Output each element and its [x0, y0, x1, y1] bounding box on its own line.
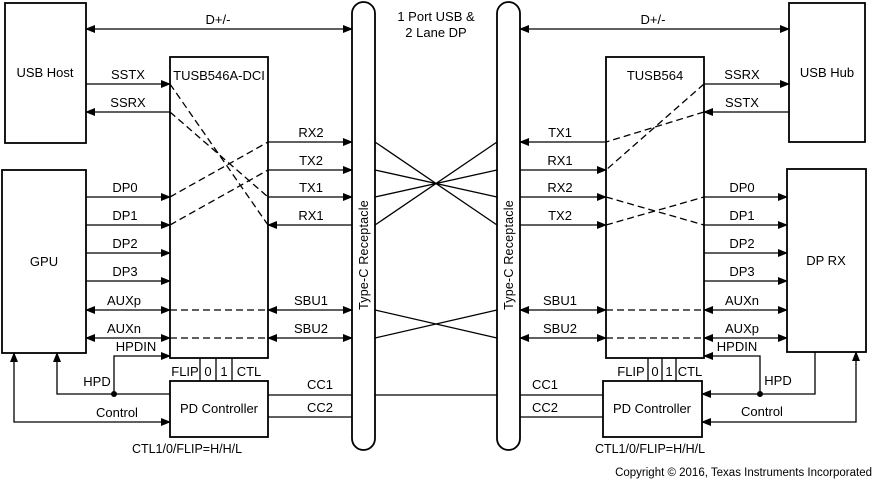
rx1-label-left: RX1: [298, 208, 323, 223]
mux-right-label: TUSB564: [627, 68, 683, 83]
gpu-block: [1, 169, 87, 354]
ssrx-label-right: SSRX: [724, 67, 760, 82]
bit1-strap-label-left: 1: [220, 364, 227, 379]
pd-controller-left-block: [169, 380, 269, 438]
type-c-receptacle-left: [351, 1, 376, 451]
dp3-label-left: DP3: [112, 264, 137, 279]
mux-right-path-sstx: [605, 111, 705, 143]
bit0-strap-label-left: 0: [204, 364, 211, 379]
sstx-label-right: SSTX: [725, 95, 759, 110]
control-label-left: Control: [96, 405, 138, 420]
tx2-label-right: TX2: [548, 208, 572, 223]
dp0-label-left: DP0: [112, 180, 137, 195]
cc2-label-right: CC2: [532, 400, 558, 415]
mux-left-path-sstx: [169, 83, 269, 226]
pd-controller-left-label: PD Controller: [180, 401, 259, 416]
dp1-label-left: DP1: [112, 208, 137, 223]
mux-left-label: TUSB546A-DCI: [173, 68, 265, 83]
dp2-label-left: DP2: [112, 236, 137, 251]
rx2-label-right: RX2: [547, 180, 572, 195]
mux-left-block: [169, 56, 269, 359]
receptacle-right-label: Type-C Receptacle: [502, 200, 516, 310]
tx1-label-left: TX1: [299, 180, 323, 195]
ctl-strap-label-right: CTL: [678, 364, 703, 379]
pd-controller-right-block: [602, 380, 703, 438]
control-label-right: Control: [741, 404, 783, 419]
auxp-label-right: AUXp: [725, 321, 759, 336]
tx1-label-right: TX1: [548, 125, 572, 140]
receptacle-left-label: Type-C Receptacle: [357, 200, 371, 310]
auxp-label-left: AUXp: [107, 293, 141, 308]
control-route-right: [701, 351, 860, 426]
mux-left-path-dp0: [169, 141, 269, 198]
hpd-label-right: HPD: [764, 373, 791, 388]
strap-note-left: CTL1/0/FLIP=H/H/L: [132, 442, 242, 456]
dp0-label-right: DP0: [729, 180, 754, 195]
ctl-strap-label-left: CTL: [237, 364, 262, 379]
copyright-text: Copyright © 2016, Texas Instruments Inco…: [615, 467, 872, 479]
bit0-strap-label-right: 0: [651, 364, 658, 379]
center-title-line2: 2 Lane DP: [405, 25, 466, 40]
gpu-label: GPU: [30, 254, 58, 269]
pd-controller-right-label: PD Controller: [613, 401, 692, 416]
hpdin-route-left: [113, 352, 171, 394]
usb-host-label: USB Host: [16, 65, 73, 80]
rx1-label-right: RX1: [547, 153, 572, 168]
dp2-label-right: DP2: [729, 236, 754, 251]
auxn-label-left: AUXn: [107, 321, 141, 336]
flip-strap-label-left: FLIP: [171, 364, 198, 379]
auxn-label-right: AUXn: [725, 293, 759, 308]
dplus-label-right: D+/-: [641, 12, 666, 27]
tx2-label-left: TX2: [299, 153, 323, 168]
ssrx-label-left: SSRX: [110, 95, 146, 110]
sbu2-label-right: SBU2: [543, 321, 577, 336]
hpd-label-left: HPD: [83, 374, 110, 389]
sbu2-label-left: SBU2: [294, 321, 328, 336]
dp-rx-label: DP RX: [806, 253, 846, 268]
hpd-junction-right: [757, 391, 763, 397]
sbu1-label-right: SBU1: [543, 293, 577, 308]
dp1-label-right: DP1: [729, 208, 754, 223]
hpd-junction-left: [111, 391, 117, 397]
hpdin-route-right: [703, 352, 761, 394]
hpdin-label-right: HPDIN: [717, 339, 757, 354]
dp3-label-right: DP3: [729, 264, 754, 279]
center-title-line1: 1 Port USB &: [397, 9, 475, 24]
flip-strap-label-right: FLIP: [617, 364, 644, 379]
usb-hub-block: [788, 2, 866, 143]
cc1-label-left: CC1: [307, 377, 333, 392]
hpdin-label-left: HPDIN: [116, 339, 156, 354]
bit1-strap-label-right: 1: [665, 364, 672, 379]
control-route-left: [10, 352, 171, 426]
strap-note-right: CTL1/0/FLIP=H/H/L: [595, 442, 705, 456]
usb-hub-label: USB Hub: [800, 65, 854, 80]
cc1-label-right: CC1: [532, 377, 558, 392]
rx2-label-left: RX2: [298, 125, 323, 140]
mux-left-path-dp1: [169, 169, 269, 226]
sbu1-label-left: SBU1: [294, 293, 328, 308]
sbu-cross-line-2: [374, 309, 498, 339]
cc2-label-left: CC2: [307, 400, 333, 415]
cable-cross-line-4: [374, 141, 498, 226]
hpd-route-right: [701, 352, 816, 398]
mux-right-path-tx2: [605, 196, 705, 226]
sstx-label-left: SSTX: [111, 67, 145, 82]
usb-host-block: [4, 2, 87, 144]
mux-right-block: [605, 56, 705, 359]
dplus-label-left: D+/-: [206, 12, 231, 27]
type-c-receptacle-right: [496, 1, 521, 451]
